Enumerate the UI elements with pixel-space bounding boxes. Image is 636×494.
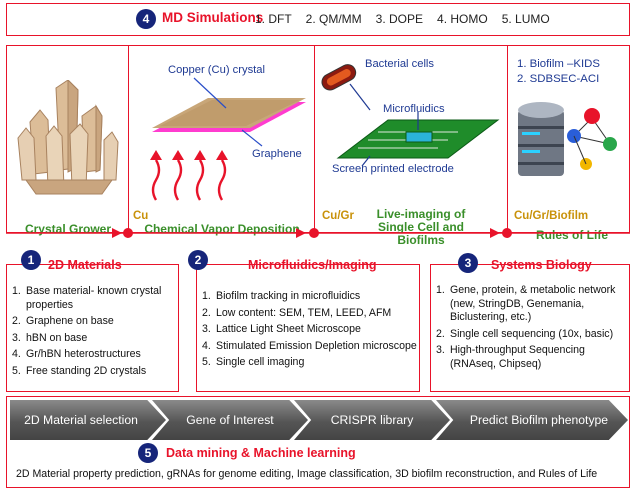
crystal-illustration xyxy=(17,80,119,195)
connector-dot-1 xyxy=(123,228,133,238)
pipeline-step-gene-of-interest: Gene of Interest xyxy=(152,400,308,440)
list-item: 1.Base material- known crystal propertie… xyxy=(12,285,162,311)
md-method-dft: 1. DFT xyxy=(255,12,292,26)
ml-description: 2D Material property prediction, gRNAs f… xyxy=(16,468,598,480)
box-2d-materials-list: 1.Base material- known crystal propertie… xyxy=(12,285,176,381)
rules-item-1: 1. Biofilm –KIDS xyxy=(517,58,600,70)
stage-rules-of-life: Rules of Life xyxy=(535,228,608,242)
connector-cu-gr: Cu/Gr xyxy=(322,210,354,222)
list-item: 4.Stimulated Emission Depletion microsco… xyxy=(202,339,417,352)
list-item: 5.Free standing 2D crystals xyxy=(12,364,147,377)
list-item: 3.High-throughput Sequencing (RNAseq, Ch… xyxy=(436,344,585,370)
md-method-lumo: 5. LUMO xyxy=(501,12,550,26)
list-item: 2.Graphene on base xyxy=(12,315,114,327)
rules-item-2: 2. SDBSEC-ACI xyxy=(517,73,600,85)
pipeline-step-predict-biofilm-phenotype: Predict Biofilm phenotype xyxy=(436,400,628,440)
box-systems-biology xyxy=(430,264,630,392)
box-microfluidics-title: Microfluidics/Imaging xyxy=(248,258,377,272)
list-item: 2.Low content: SEM, TEM, LEED, AFM xyxy=(202,306,392,319)
md-methods: 1. DFT 2. QM/MM 3. DOPE 4. HOMO 5. LUMO xyxy=(255,12,550,26)
box-microfluidics-list: 1.Biofilm tracking in microfluidics 2.Lo… xyxy=(202,290,418,373)
pipeline-step-2d-material-selection: 2D Material selection xyxy=(10,400,166,440)
list-item: 5.Single cell imaging xyxy=(202,356,305,368)
cvd-illustration xyxy=(150,77,306,201)
md-method-qmmm: 2. QM/MM xyxy=(305,12,362,26)
list-item: 1.Biofilm tracking in microfluidics xyxy=(202,290,361,302)
ml-step-badge: 5 xyxy=(138,443,158,463)
box-systems-biology-title: Systems Biology xyxy=(491,258,592,272)
ml-title: Data mining & Machine learning xyxy=(166,446,356,460)
connector-dot-3 xyxy=(502,228,512,238)
microfluidics-label: Microfluidics xyxy=(383,103,445,115)
bacterial-cells-label: Bacterial cells xyxy=(365,58,435,70)
list-item: 3.Lattice Light Sheet Microscope xyxy=(202,323,361,335)
box-microfluidics-badge: 2 xyxy=(188,250,208,270)
list-item: 3.hBN on base xyxy=(12,331,88,344)
connector-cu: Cu xyxy=(133,210,149,222)
list-item: 2.Single cell sequencing (10x, basic) xyxy=(436,327,614,340)
md-title: MD Simulations xyxy=(162,10,264,25)
graphene-label: Graphene xyxy=(252,148,302,160)
database-network-icon xyxy=(518,102,617,176)
imaging-illustration xyxy=(321,64,500,167)
box-2d-materials-title: 2D Materials xyxy=(48,258,122,272)
pipeline-step-crispr-library: CRISPR library xyxy=(294,400,450,440)
box-2d-materials-badge: 1 xyxy=(21,250,41,270)
md-method-homo: 4. HOMO xyxy=(437,12,488,26)
list-item: 4.Gr/hBN heterostructures xyxy=(12,348,141,360)
list-item: 1.Gene, protein, & metabolic network (ne… xyxy=(436,284,616,323)
connector-dot-2 xyxy=(309,228,319,238)
box-microfluidics-imaging xyxy=(196,264,420,392)
md-step-badge: 4 xyxy=(136,9,156,29)
md-simulations-panel xyxy=(6,3,630,36)
copper-crystal-label: Copper (Cu) crystal xyxy=(168,64,265,76)
box-systems-biology-badge: 3 xyxy=(458,253,478,273)
md-method-dope: 3. DOPE xyxy=(375,12,424,26)
ml-panel xyxy=(6,396,630,488)
connector-cu-gr-biofilm: Cu/Gr/Biofilm xyxy=(514,210,589,222)
box-2d-materials xyxy=(6,264,179,392)
stage-live-imaging: Live-imaging of Single Cell and Biofilms xyxy=(376,207,466,247)
box-systems-biology-list: 1.Gene, protein, & metabolic network (ne… xyxy=(436,284,628,374)
electrode-label: Screen printed electrode xyxy=(332,163,454,175)
